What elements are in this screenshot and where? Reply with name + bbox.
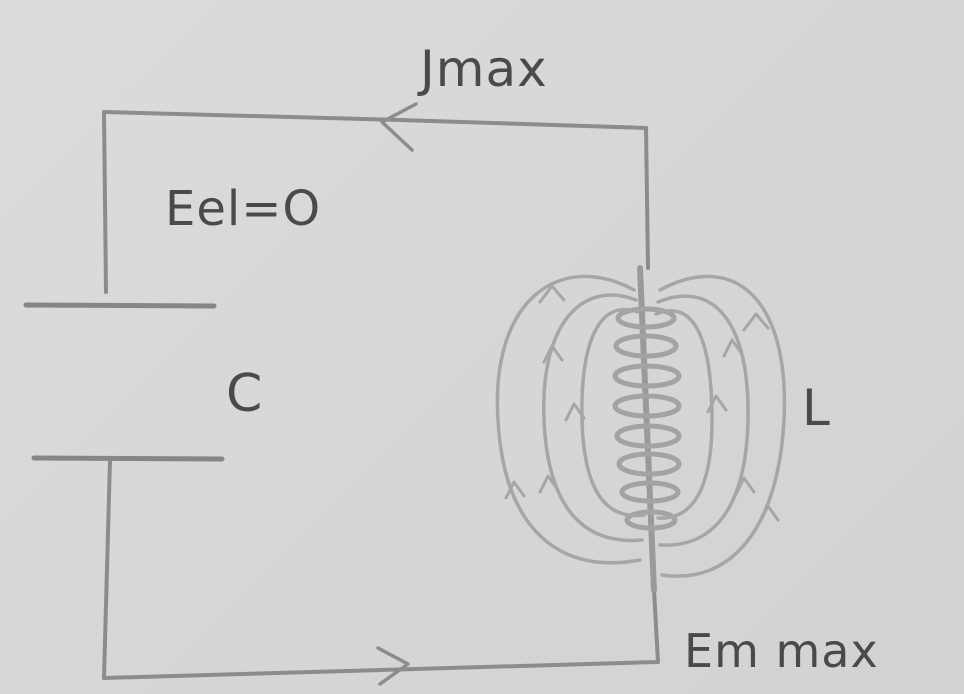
electric-energy-label: Eel=O — [165, 181, 322, 237]
wire-right-upper — [644, 126, 650, 270]
current-arrow-bottom-icon — [376, 646, 410, 686]
field-direction-arrows-icon — [504, 284, 780, 524]
wire-right-lower — [652, 588, 660, 664]
current-label: Jmax — [420, 40, 548, 98]
inductor-coil — [612, 306, 682, 531]
magnetic-energy-label: Em max — [684, 624, 879, 678]
wire-bottom — [102, 660, 660, 680]
current-arrow-top-icon — [380, 102, 418, 152]
wire-left-lower — [102, 458, 112, 680]
capacitor-bottom-plate — [31, 455, 225, 462]
wire-top — [398, 118, 648, 130]
capacitor-label: C — [226, 364, 264, 424]
inductor-label: L — [802, 379, 831, 437]
wire-top-left-branch — [102, 110, 402, 294]
capacitor-top-plate — [23, 302, 217, 309]
inductor-core — [637, 265, 657, 593]
magnetic-field-lines — [495, 274, 787, 578]
